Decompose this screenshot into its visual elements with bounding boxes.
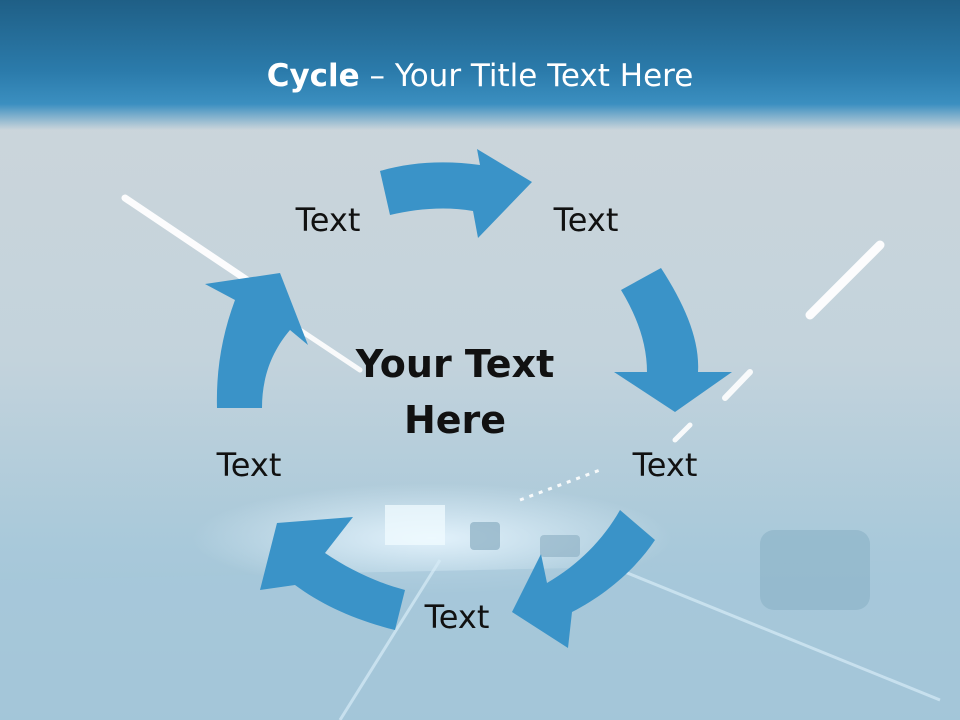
cycle-item-label-top-left: Text [295, 201, 361, 239]
curved-arrow-icon-right [614, 268, 732, 412]
cycle-item-label-right: Text [632, 446, 698, 484]
title-bold: Cycle [266, 58, 360, 94]
curved-arrow-icon-bottom-left [260, 517, 405, 630]
curved-arrow-icon-top [380, 149, 532, 238]
title-rest: – Your Title Text Here [359, 58, 694, 94]
curved-arrow-icon-bottom-right [512, 510, 655, 648]
center-text-line2: Here [403, 398, 507, 442]
slide-title: Cycle – Your Title Text Here [0, 52, 960, 100]
curved-arrow-icon-left [205, 273, 308, 408]
cycle-item-label-top-right: Text [553, 201, 619, 239]
cycle-item-label-left: Text [216, 446, 282, 484]
center-text: Your Text Here [320, 336, 590, 448]
center-text-line1: Your Text [355, 342, 555, 386]
cycle-item-label-bottom: Text [424, 598, 490, 636]
title-bar [0, 0, 960, 130]
